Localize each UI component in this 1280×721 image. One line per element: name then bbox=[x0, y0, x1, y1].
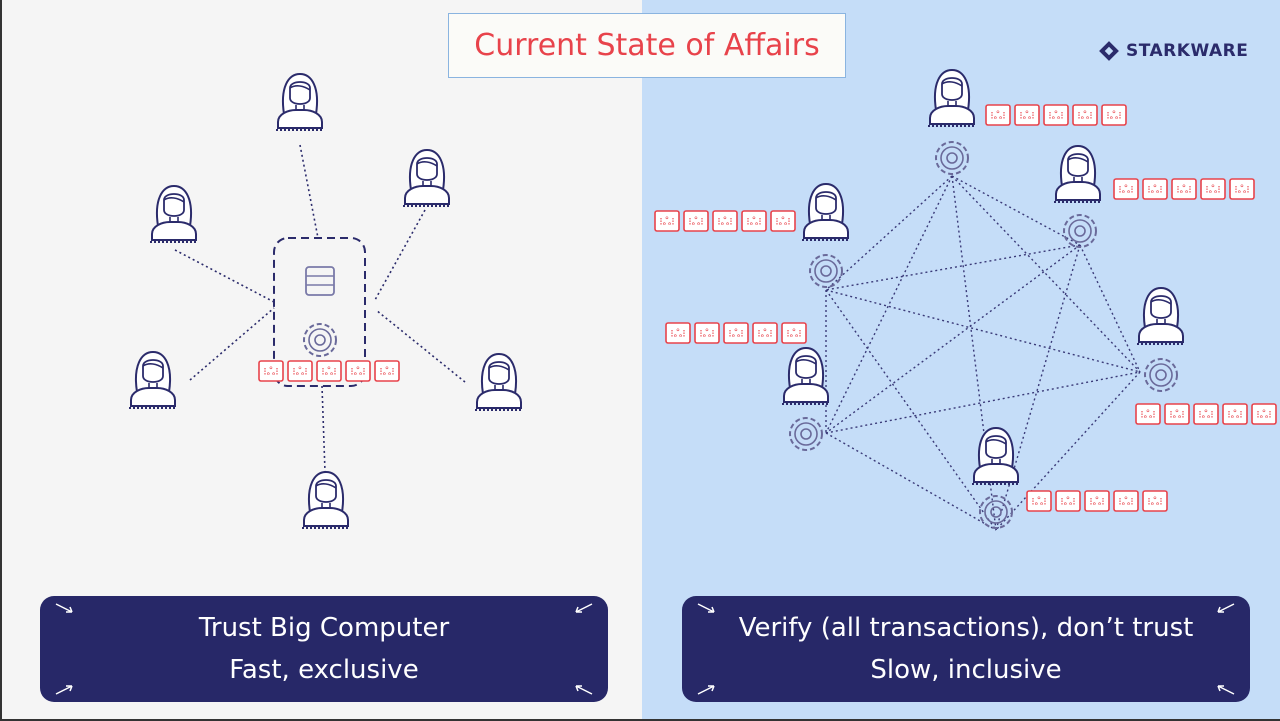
left-connections bbox=[174, 144, 466, 473]
corner-arrow-icon bbox=[1217, 685, 1235, 695]
corner-arrow-icon bbox=[697, 603, 715, 613]
starkware-logo-icon bbox=[1099, 41, 1119, 61]
left-caption-line2: Fast, exclusive bbox=[229, 655, 419, 685]
corner-arrow-icon bbox=[55, 603, 73, 613]
corner-arrow-icon bbox=[1217, 603, 1235, 613]
corner-arrow-icon bbox=[55, 685, 73, 695]
big-computer-box bbox=[273, 237, 366, 387]
left-caption: Trust Big Computer Fast, exclusive bbox=[40, 596, 608, 702]
user-icon bbox=[474, 353, 524, 411]
logo-text: STARKWARE bbox=[1126, 41, 1249, 61]
corner-arrow-icon bbox=[575, 603, 593, 613]
user-icon bbox=[801, 183, 851, 241]
server-icon bbox=[305, 266, 335, 296]
user-icon bbox=[927, 69, 977, 127]
right-caption-line1: Verify (all transactions), don’t trust bbox=[738, 613, 1194, 643]
user-icon bbox=[301, 471, 351, 529]
gear-icon bbox=[303, 323, 337, 357]
user-icon bbox=[402, 149, 452, 207]
gear-icon bbox=[1144, 358, 1178, 392]
gear-icon bbox=[935, 141, 969, 175]
corner-arrow-icon bbox=[575, 685, 593, 695]
user-icon bbox=[781, 347, 831, 405]
corner-arrow-icon bbox=[697, 685, 715, 695]
left-transactions bbox=[258, 360, 400, 382]
user-icon bbox=[971, 427, 1021, 485]
user-icon bbox=[149, 185, 199, 243]
right-caption-line2: Slow, inclusive bbox=[870, 655, 1062, 685]
gear-icon bbox=[1063, 214, 1097, 248]
gear-icon bbox=[809, 254, 843, 288]
slide-title: Current State of Affairs bbox=[448, 13, 846, 78]
user-icon bbox=[275, 73, 325, 131]
user-icon bbox=[1053, 145, 1103, 203]
gear-icon bbox=[979, 495, 1013, 529]
right-connections bbox=[825, 175, 1141, 531]
starkware-logo: STARKWARE bbox=[1098, 40, 1248, 62]
left-caption-line1: Trust Big Computer bbox=[198, 613, 450, 643]
right-caption: Verify (all transactions), don’t trust S… bbox=[682, 596, 1250, 702]
gear-icon bbox=[789, 417, 823, 451]
user-icon bbox=[128, 351, 178, 409]
user-icon bbox=[1136, 287, 1186, 345]
